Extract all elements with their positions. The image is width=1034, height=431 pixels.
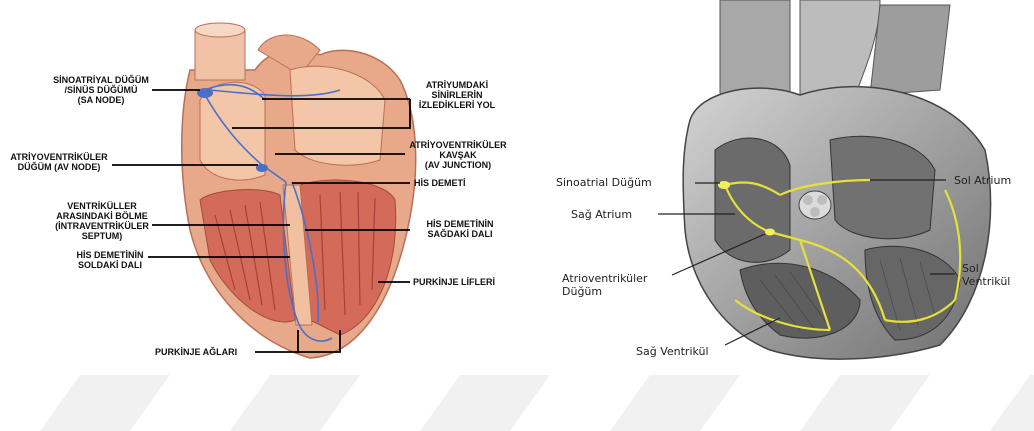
- label-av-node-right: Atrioventriküler Düğüm: [562, 272, 647, 298]
- right-av-node: [765, 229, 775, 236]
- label-left-atrium: Sol Atrium: [954, 174, 1011, 187]
- label-sinoatrial: Sinoatrial Düğüm: [556, 176, 652, 189]
- label-right-ventricle: Sağ Ventrikül: [636, 345, 709, 358]
- label-right-atrium: Sağ Atrium: [571, 208, 632, 221]
- right-sa-node: [718, 181, 730, 189]
- label-left-ventricle: Sol Ventrikül: [962, 262, 1010, 288]
